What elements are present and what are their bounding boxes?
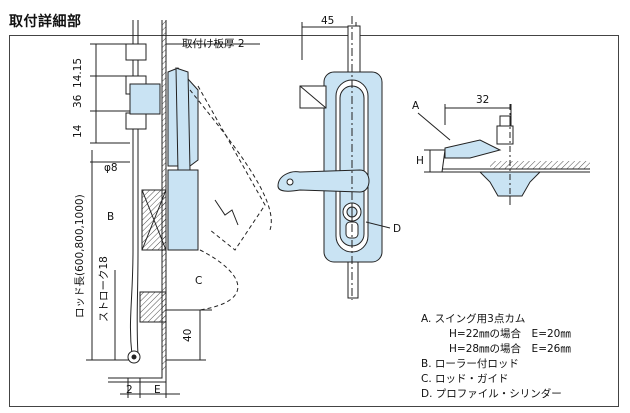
diagram-title: 取付詳細部 — [9, 14, 82, 30]
legend-item: C. ロッド・ガイド — [421, 373, 509, 385]
label-a: A — [412, 100, 420, 112]
rod-length-label: ロッド長(600,800,1000) — [74, 194, 86, 318]
dim-32: 32 — [476, 94, 490, 106]
dim-36: 36 — [72, 94, 84, 108]
label-d: D — [393, 223, 402, 235]
plate-thickness-label: 取付け板厚 2 — [182, 38, 245, 50]
legend-item: H=28㎜の場合 E=26㎜ — [449, 343, 571, 355]
stroke-label: ストローク18 — [98, 256, 110, 322]
label-e: E — [154, 384, 161, 396]
diagram-frame — [9, 35, 619, 407]
dim-2: 2 — [126, 384, 133, 396]
legend-item: H=22㎜の場合 E=20㎜ — [449, 328, 571, 340]
dim-45: 45 — [321, 15, 335, 27]
legend: A. スイング用3点カム H=22㎜の場合 E=20㎜ H=28㎜の場合 E=2… — [421, 312, 571, 402]
dia8-label: φ8 — [104, 162, 118, 174]
label-b: B — [107, 211, 115, 223]
legend-item: D. プロファイル・シリンダー — [421, 388, 562, 400]
label-c: C — [195, 275, 203, 287]
dim-40: 40 — [182, 328, 194, 342]
legend-item: B. ローラー付ロッド — [421, 358, 519, 370]
label-h: H — [416, 155, 424, 167]
dim-14: 14 — [72, 124, 84, 138]
dim-14-15: 14.15 — [72, 57, 84, 88]
legend-item: A. スイング用3点カム — [421, 313, 526, 325]
